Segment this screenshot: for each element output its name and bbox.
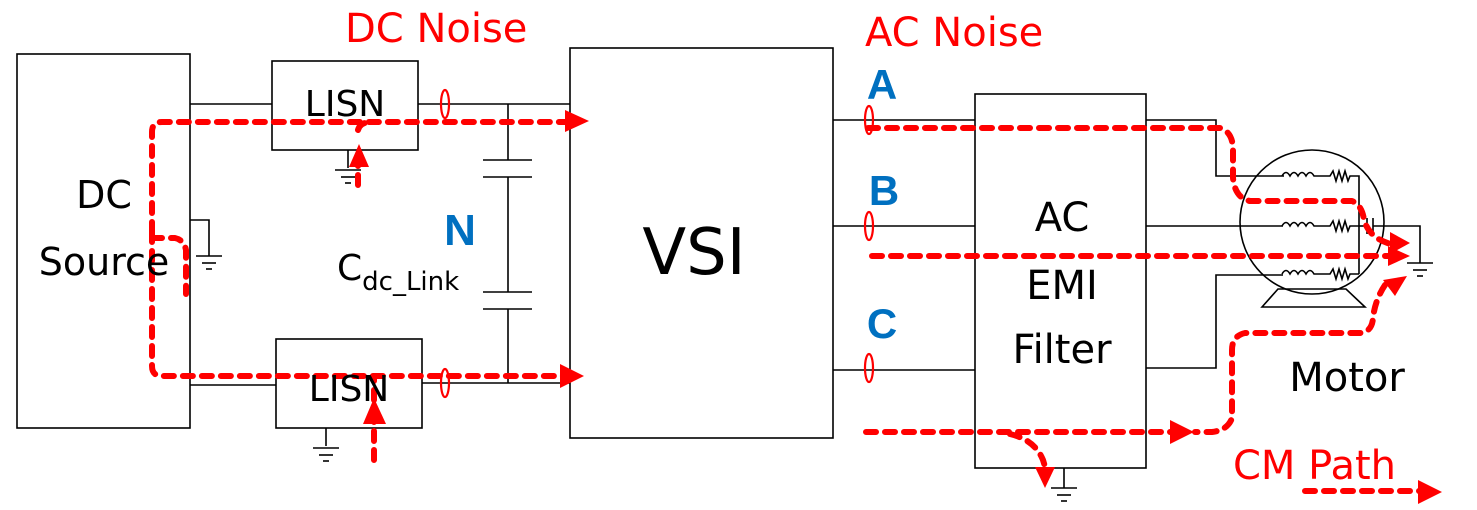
dc-source-label-line2: Source bbox=[39, 240, 170, 284]
arrow-up-right-icon bbox=[1383, 276, 1407, 296]
lisn-bottom-block bbox=[275, 338, 423, 429]
ground-icon bbox=[1051, 487, 1077, 502]
node-n-label: N bbox=[444, 206, 476, 255]
dc-noise-label: DC Noise bbox=[345, 6, 527, 52]
legend-arrow-right-icon bbox=[1418, 480, 1442, 504]
ground-icon bbox=[335, 169, 361, 184]
motor-label: Motor bbox=[1289, 355, 1405, 401]
current-probe-icon bbox=[863, 104, 875, 136]
ground-icon bbox=[313, 447, 339, 462]
lisn-top-block bbox=[271, 60, 419, 151]
legend-cm-path-label: CM Path bbox=[1233, 443, 1396, 489]
motor-housing bbox=[1239, 149, 1385, 295]
current-probe-icon bbox=[439, 88, 451, 120]
cm-path-return bbox=[1192, 282, 1388, 435]
cm-path-dc-ground bbox=[149, 235, 189, 297]
filter-label-line2: EMI bbox=[1026, 263, 1098, 309]
current-probe-icon bbox=[863, 210, 875, 242]
arrow-right-icon bbox=[1390, 232, 1410, 254]
wire-filter-to-motor-a bbox=[1146, 119, 1283, 177]
ac-noise-label: AC Noise bbox=[865, 10, 1043, 56]
cm-path-filter-ground bbox=[1007, 431, 1049, 473]
phase-c-label: C bbox=[867, 300, 897, 347]
cm-path-phase-a bbox=[865, 125, 1398, 248]
wire-dc-ground-tap bbox=[190, 219, 210, 256]
dc-source-label-line1: DC bbox=[76, 173, 132, 217]
circuit-wires bbox=[190, 103, 1283, 488]
cm-path-lisn-top-join bbox=[355, 119, 375, 133]
lisn-bottom-label: LISN bbox=[309, 369, 389, 410]
capacitor-label-sub: dc_Link bbox=[362, 267, 459, 297]
capacitor-label-main: C bbox=[337, 248, 362, 289]
ground-icon bbox=[1407, 262, 1433, 277]
winding-c bbox=[1281, 266, 1359, 282]
cm-path-dc-bottom bbox=[149, 229, 571, 379]
wire-filter-to-motor-c bbox=[1146, 274, 1283, 369]
cm-noise-paths bbox=[149, 119, 1423, 494]
current-probe-icon bbox=[863, 352, 875, 384]
filter-label-line3: Filter bbox=[1012, 327, 1112, 373]
arrow-right-icon bbox=[1170, 420, 1194, 444]
capacitor-label: Cdc_Link bbox=[337, 248, 459, 297]
arrow-up-icon bbox=[349, 144, 369, 167]
arrow-up-icon bbox=[363, 398, 386, 424]
motor-base bbox=[1260, 288, 1368, 308]
winding-a bbox=[1281, 168, 1360, 274]
current-probe-icon bbox=[439, 367, 451, 399]
lisn-top-label: LISN bbox=[305, 84, 385, 125]
phase-b-label: B bbox=[869, 167, 899, 214]
arrow-right-icon bbox=[1388, 246, 1410, 266]
ac-emi-filter-block bbox=[974, 93, 1147, 469]
arrowheads bbox=[349, 110, 1442, 504]
arrow-down-icon bbox=[1035, 467, 1055, 488]
motor-symbol bbox=[1239, 149, 1421, 308]
cm-path-dc-top bbox=[149, 119, 571, 235]
vsi-block bbox=[569, 47, 834, 439]
ground-icon bbox=[196, 255, 222, 270]
current-probes bbox=[439, 88, 875, 399]
phase-a-label: A bbox=[867, 61, 897, 108]
arrow-right-icon bbox=[560, 364, 584, 388]
filter-label-line1: AC bbox=[1035, 195, 1090, 241]
vsi-label: VSI bbox=[642, 216, 745, 290]
arrow-right-icon bbox=[565, 110, 589, 132]
